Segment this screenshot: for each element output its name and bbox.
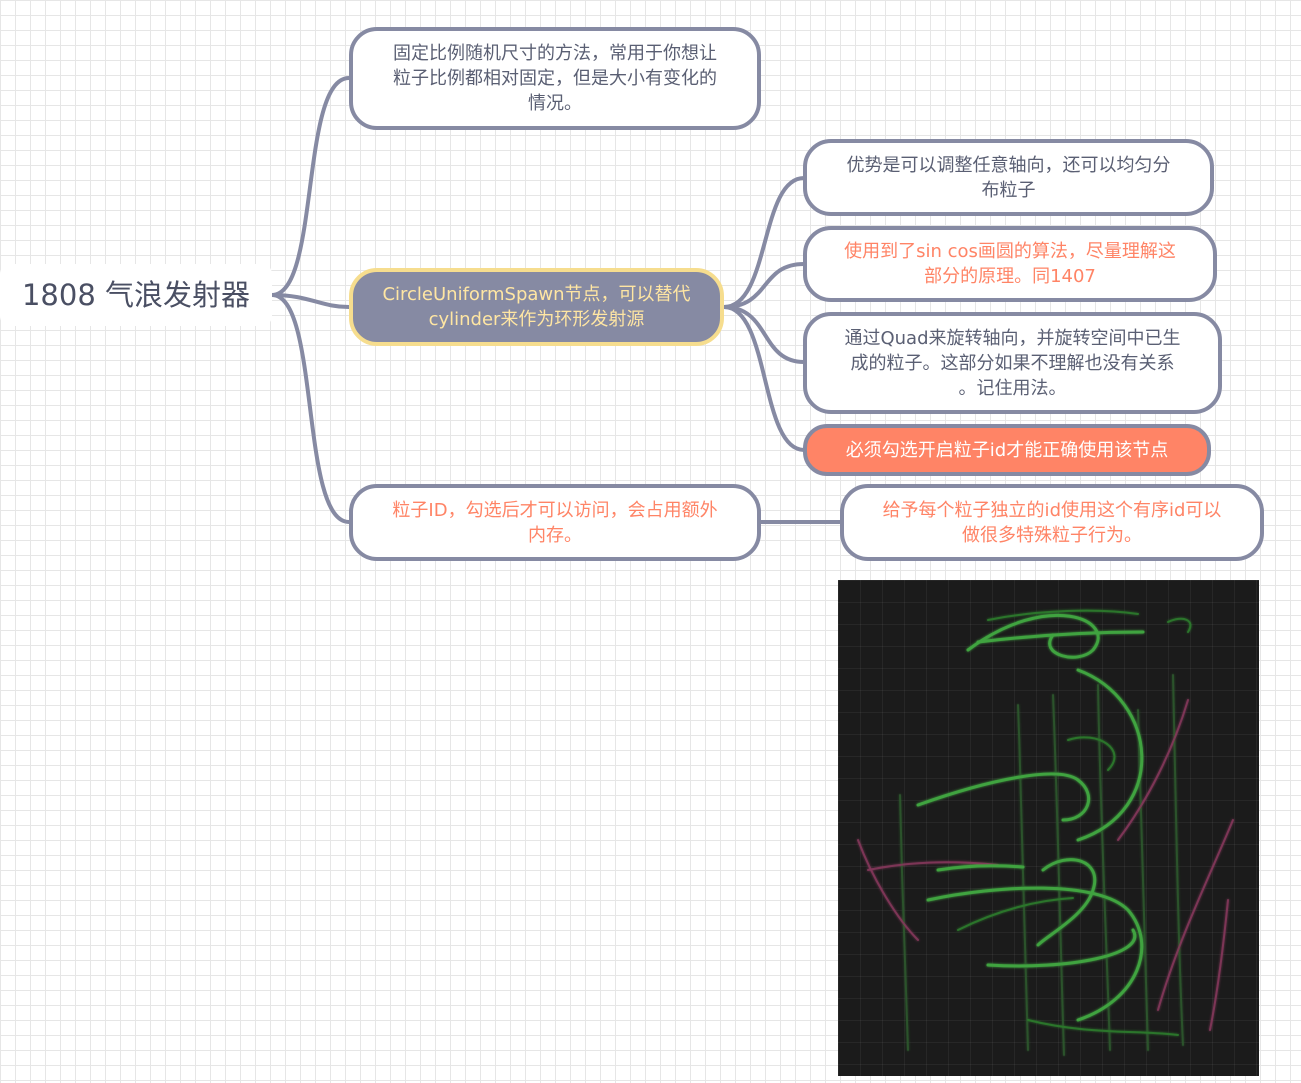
subtopic-unique-id-text: 给予每个粒子独立的id使用这个有序id可以 做很多特殊粒子行为。 [882, 499, 1222, 546]
root-topic-label: 1808 气浪发射器 [21, 277, 251, 312]
connector-circle-sincos [722, 262, 806, 309]
topic-circle-uniform-spawn-text: CircleUniformSpawn节点，可以替代 cylinder来作为环形发… [382, 284, 691, 330]
subtopic-must-check-id[interactable]: 必须勾选开启粒子id才能正确使用该节点 [803, 424, 1211, 476]
particle-swirl-artwork [857, 609, 1234, 1056]
connector-root-particle-id [270, 293, 351, 524]
connector-root-fixed-ratio [270, 76, 351, 297]
topic-particle-id-text: 粒子ID，勾选后才可以访问，会占用额外 内存。 [392, 499, 718, 546]
connector-circle-quad [722, 305, 806, 364]
topic-particle-id[interactable]: 粒子ID，勾选后才可以访问，会占用额外 内存。 [349, 484, 761, 561]
root-topic[interactable]: 1808 气浪发射器 [0, 264, 272, 326]
connector-circle-advantage [722, 176, 806, 309]
subtopic-must-check-id-text: 必须勾选开启粒子id才能正确使用该节点 [845, 439, 1169, 461]
subtopic-quad-text: 通过Quad来旋转轴向，并旋转空间中已生 成的粒子。这部分如果不理解也没有关系 … [844, 327, 1181, 399]
topic-fixed-ratio[interactable]: 固定比例随机尺寸的方法，常用于你想让 粒子比例都相对固定，但是大小有变化的 情况… [349, 27, 761, 130]
topic-circle-uniform-spawn[interactable]: CircleUniformSpawn节点，可以替代 cylinder来作为环形发… [349, 268, 724, 346]
subtopic-unique-id[interactable]: 给予每个粒子独立的id使用这个有序id可以 做很多特殊粒子行为。 [840, 484, 1264, 561]
topic-fixed-ratio-text: 固定比例随机尺寸的方法，常用于你想让 粒子比例都相对固定，但是大小有变化的 情况… [393, 43, 717, 114]
particle-effect-preview-image [838, 580, 1259, 1076]
connector-root-circle-spawn [270, 293, 351, 309]
connector-circle-must-check [722, 305, 806, 452]
subtopic-sin-cos-text: 使用到了sin cos画圆的算法，尽量理解这 部分的原理。同1407 [844, 241, 1176, 287]
subtopic-advantage-text: 优势是可以调整任意轴向，还可以均匀分 布粒子 [846, 154, 1171, 201]
subtopic-advantage[interactable]: 优势是可以调整任意轴向，还可以均匀分 布粒子 [803, 139, 1214, 216]
subtopic-sin-cos[interactable]: 使用到了sin cos画圆的算法，尽量理解这 部分的原理。同1407 [803, 226, 1217, 302]
subtopic-quad[interactable]: 通过Quad来旋转轴向，并旋转空间中已生 成的粒子。这部分如果不理解也没有关系 … [803, 312, 1222, 414]
